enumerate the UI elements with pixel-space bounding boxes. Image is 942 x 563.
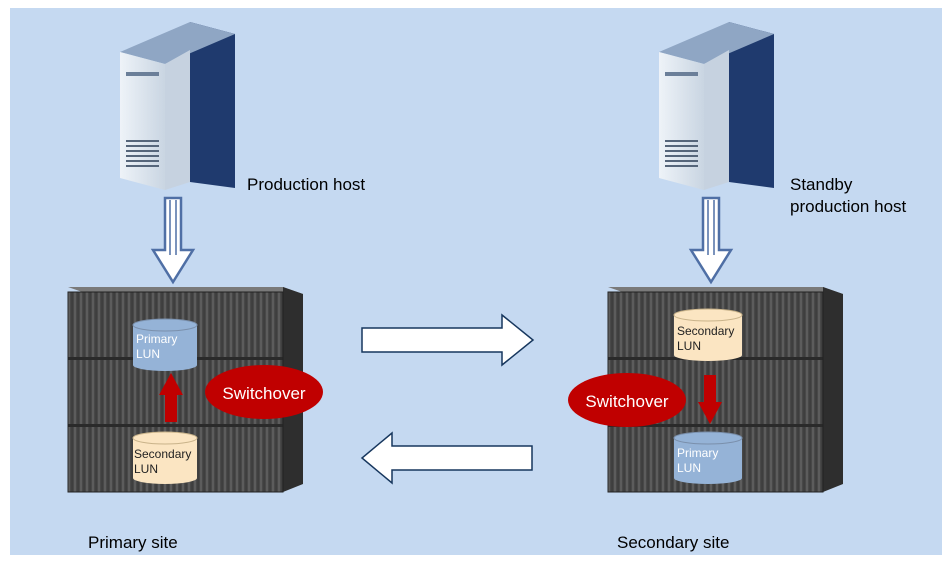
left-top-lun-label-line1: Primary [136,332,177,346]
production-host-server-icon [120,22,235,190]
left-down-arrow [150,196,196,285]
left-switchover-up-arrow [159,373,183,422]
standby-host-server-icon [659,22,774,190]
right-bottom-lun-label-line2: LUN [677,461,701,475]
left-bottom-lun-label-line2: LUN [134,462,158,476]
right-switchover-down-arrow [698,375,722,424]
replication-arrow-left [360,431,533,485]
left-primary-lun: Primary LUN [132,318,198,371]
right-top-lun-label-line1: Secondary [677,324,734,338]
left-secondary-lun: Secondary LUN [132,431,198,484]
left-switchover-label: Switchover [222,384,305,403]
secondary-site-label: Secondary site [617,533,729,552]
left-switchover-badge: Switchover [205,365,323,419]
left-top-lun-label-line2: LUN [136,347,160,361]
standby-host-label-line1: Standby [790,175,853,194]
primary-site-label: Primary site [88,533,178,552]
right-primary-lun: Primary LUN [673,431,743,484]
right-switchover-label: Switchover [585,392,668,411]
right-bottom-lun-label-line1: Primary [677,446,718,460]
replication-arrow-right [361,313,535,367]
right-secondary-lun: Secondary LUN [673,308,743,361]
right-top-lun-label-line2: LUN [677,339,701,353]
standby-host-label-line2: production host [790,197,907,216]
production-host-label: Production host [247,175,365,194]
right-down-arrow [688,196,734,285]
right-switchover-badge: Switchover [568,373,686,427]
left-bottom-lun-label-line1: Secondary [134,447,191,461]
